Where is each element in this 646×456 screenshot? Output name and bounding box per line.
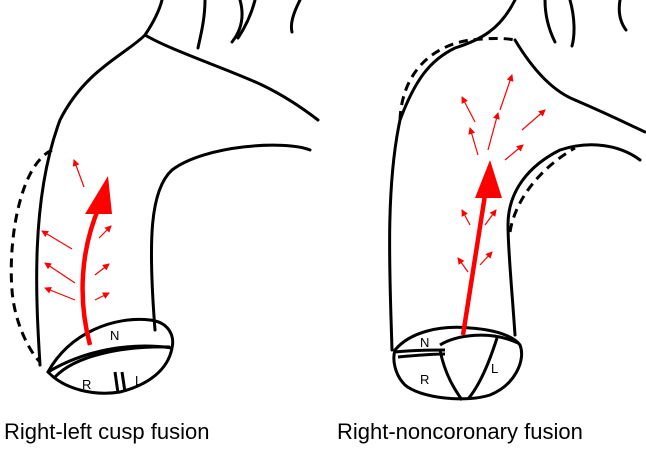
valve-left (46, 317, 175, 395)
flow-vectors-left (41, 159, 112, 301)
caption-right-left-fusion: Right-left cusp fusion (4, 419, 210, 444)
flow-jet-left (80, 176, 112, 346)
flow-jet-right (460, 160, 502, 336)
cusp-label-l-left: L (135, 373, 142, 388)
panel-right-left-fusion: N R L (9, 0, 320, 395)
dilated-wall-right-top (398, 37, 516, 121)
cusp-label-r-left: R (82, 377, 91, 392)
aorta-outline-right (388, 0, 646, 352)
panel-right-noncoronary-fusion: N R L (388, 0, 646, 401)
aorta-outline-left (35, 0, 320, 367)
flow-vectors-right (457, 74, 546, 273)
valve-right (392, 325, 524, 401)
dilated-wall-right-inner (508, 146, 576, 233)
cusp-label-l-right: L (491, 361, 498, 376)
caption-right-noncoronary-fusion: Right-noncoronary fusion (337, 419, 583, 444)
cusp-label-n-right: N (420, 335, 429, 350)
dilated-wall-left (9, 148, 53, 364)
cusp-label-r-right: R (420, 372, 429, 387)
cusp-label-n-left: N (110, 328, 119, 343)
